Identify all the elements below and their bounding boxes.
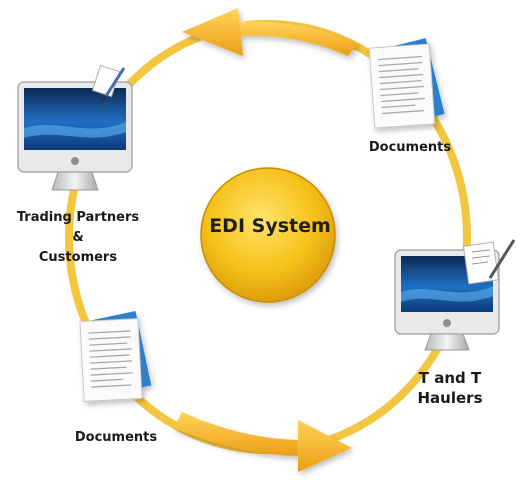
- documents-label-top: Documents: [368, 140, 452, 155]
- haulers-line-1: T and T: [418, 369, 482, 387]
- trading-partners-line-2: &: [72, 230, 84, 245]
- edi-system-label: EDI System: [209, 215, 331, 237]
- computer-icon: [17, 81, 133, 191]
- bottom-arrow: [174, 412, 352, 472]
- pen-icon: [91, 64, 126, 103]
- document-stack-icon: [79, 311, 152, 402]
- haulers-line-2: Haulers: [417, 389, 483, 407]
- trading-partners-label: Trading Partners & Customers: [8, 208, 148, 268]
- edi-system-circle: [200, 167, 336, 303]
- documents-label-bottom: Documents: [74, 430, 158, 445]
- trading-partners-line-1: Trading Partners: [16, 210, 140, 225]
- pen-icon: [462, 239, 516, 285]
- document-stack-icon: [368, 38, 445, 129]
- haulers-label: T and T Haulers: [400, 368, 500, 408]
- trading-partners-line-3: Customers: [38, 250, 118, 265]
- top-arrow: [182, 8, 358, 56]
